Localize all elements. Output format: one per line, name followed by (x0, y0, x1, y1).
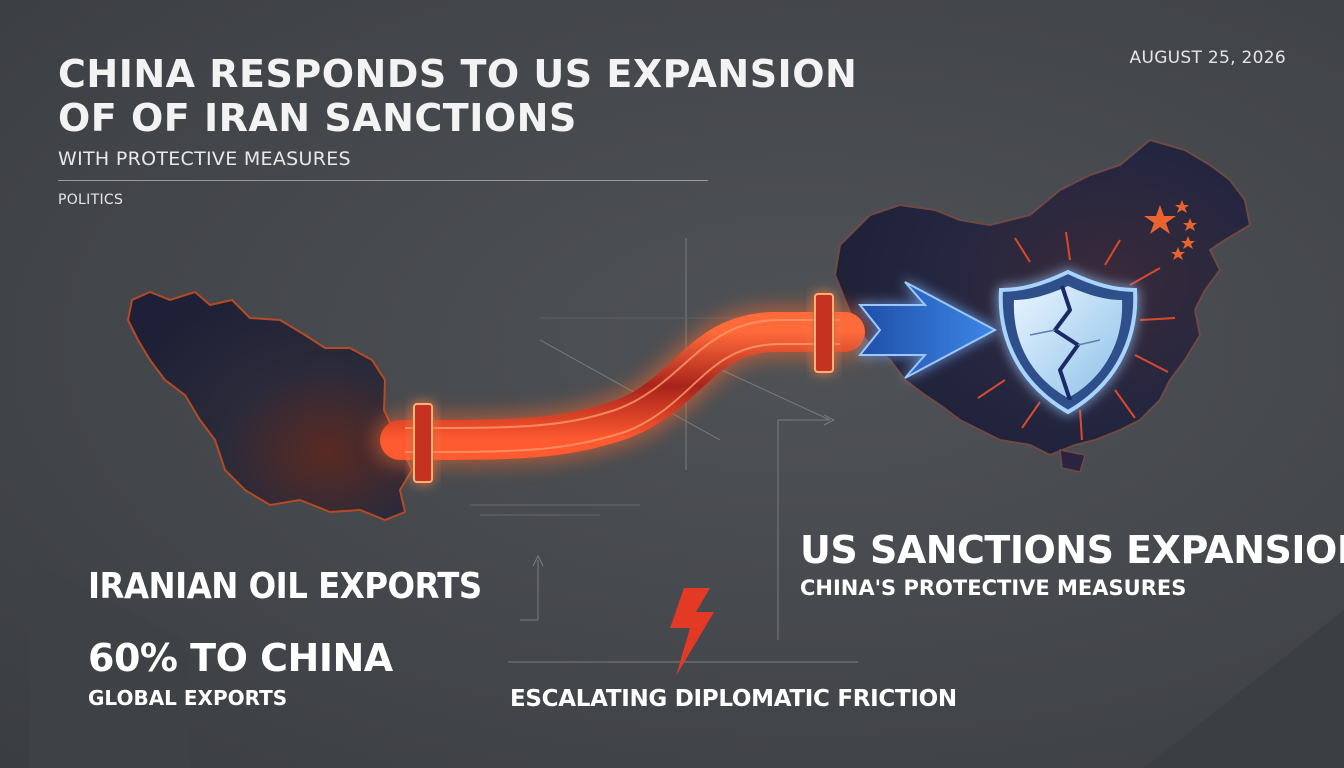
cracked-shield-icon (998, 269, 1138, 415)
iran-map (126, 290, 414, 522)
oil-pipeline-icon (375, 293, 870, 483)
category-tag: POLITICS (58, 192, 124, 208)
blue-arrow-icon (857, 281, 998, 379)
china-stars (1144, 200, 1197, 260)
burst-rays (977, 231, 1176, 441)
lightning-icon (670, 588, 714, 676)
header: CHINA RESPONDS TO US EXPANSION OF OF IRA… (58, 52, 918, 170)
page-title: CHINA RESPONDS TO US EXPANSION OF OF IRA… (58, 52, 858, 140)
publish-date: AUGUST 25, 2026 (1129, 48, 1286, 68)
share-to-china-label: 60% TO CHINA (88, 636, 393, 680)
header-divider (58, 180, 708, 181)
iran-exports-label: IRANIAN OIL EXPORTS (88, 566, 482, 607)
us-sanctions-label: US SANCTIONS EXPANSION (800, 528, 1344, 572)
friction-label: ESCALATING DIPLOMATIC FRICTION (510, 686, 957, 712)
china-measures-label: CHINA'S PROTECTIVE MEASURES (800, 576, 1187, 600)
global-exports-label: GLOBAL EXPORTS (88, 686, 288, 710)
page-subtitle: WITH PROTECTIVE MEASURES (58, 148, 351, 170)
